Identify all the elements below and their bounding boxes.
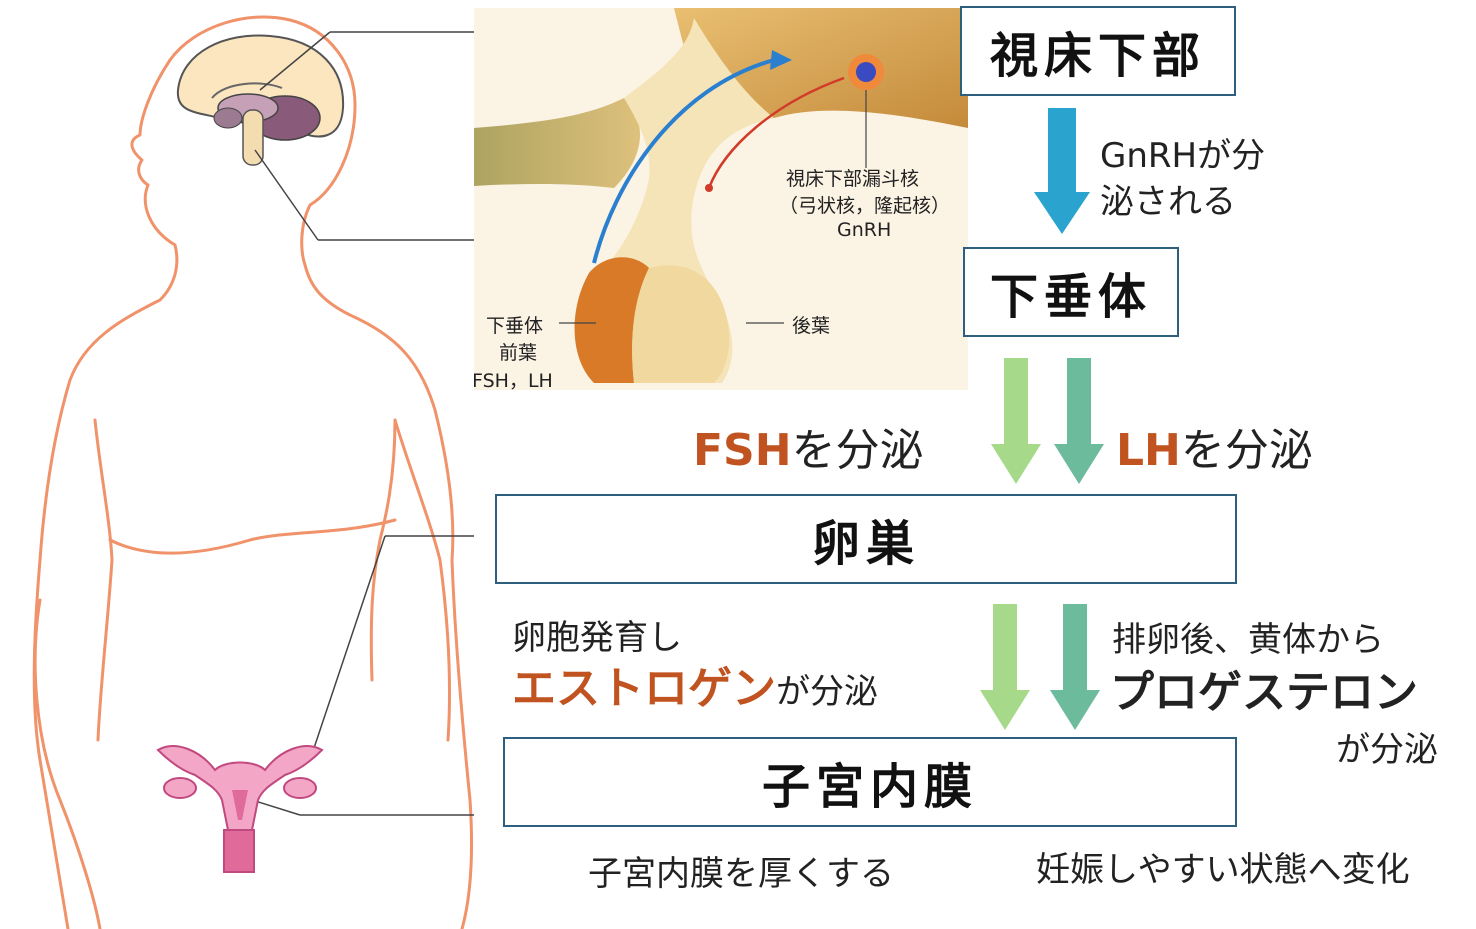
fsh-hormone: FSH [693, 425, 792, 476]
pituitary-inset: 視床下部漏斗核 （弓状核，隆起核） GnRH 下垂体 前葉 FSH，LH 後葉 [474, 8, 968, 390]
gnrh-arrow [1034, 108, 1090, 234]
anterior-label-3: FSH，LH [474, 370, 553, 390]
lh-hormone: LH [1116, 425, 1181, 476]
estrogen-hormone: エストロゲン [512, 663, 776, 714]
fsh-label: FSHを分泌 [693, 414, 924, 478]
uterus-icon [156, 745, 324, 873]
effect-left: 子宮内膜を厚くする [588, 854, 894, 894]
nucleus-label-3: GnRH [837, 219, 892, 241]
follicle-line: 卵胞発育し [512, 618, 682, 658]
pituitary-box: 下垂体 [963, 247, 1179, 337]
left-hip [33, 598, 102, 929]
lh-label: LHを分泌 [1116, 414, 1313, 478]
lh-rest: を分泌 [1180, 425, 1313, 476]
fsh-arrow [991, 358, 1041, 484]
left-torso [93, 418, 114, 742]
left-shoulder [32, 243, 179, 929]
brain-icon [176, 34, 345, 166]
endometrium-box: 子宮内膜 [503, 737, 1237, 827]
right-hip [450, 558, 474, 929]
head-outline [130, 15, 357, 267]
estrogen-rest: が分泌 [776, 672, 878, 712]
ovary-box: 卵巣 [495, 494, 1237, 584]
gnrh-line-2: 泌される [1100, 182, 1236, 222]
right-shoulder [303, 263, 455, 562]
gnrh-line-1: GnRHが分 [1100, 136, 1266, 176]
effect-right: 妊娠しやすい状態へ変化 [1036, 850, 1410, 890]
lh-arrow [1054, 358, 1104, 484]
estrogen-arrow [980, 604, 1030, 730]
anterior-label-1: 下垂体 [486, 315, 544, 337]
progesterone-rest: が分泌 [1336, 730, 1438, 770]
right-torso [369, 418, 397, 682]
estrogen-label: エストロゲンが分泌 [512, 652, 878, 716]
leader-ovary [309, 535, 386, 761]
nucleus-label-1: 視床下部漏斗核 [786, 168, 920, 190]
pituitary-drawing [474, 8, 968, 383]
body-illustration [32, 15, 474, 929]
posterior-label: 後葉 [792, 315, 831, 337]
hypothalamus-box: 視床下部 [960, 6, 1236, 96]
progesterone-hormone: プロゲステロン [1110, 667, 1418, 718]
bust-line [108, 518, 397, 555]
leader-uterus [251, 799, 301, 816]
leader-brain-top [259, 31, 331, 91]
anterior-label-2: 前葉 [499, 342, 538, 364]
right-arm [393, 418, 452, 742]
fsh-rest: を分泌 [791, 425, 924, 476]
ovulation-line: 排卵後、黄体から [1112, 620, 1384, 660]
leader-brain-bottom [254, 149, 319, 241]
progesterone-arrow [1050, 604, 1100, 730]
nucleus-label-2: （弓状核，隆起核） [779, 195, 951, 217]
